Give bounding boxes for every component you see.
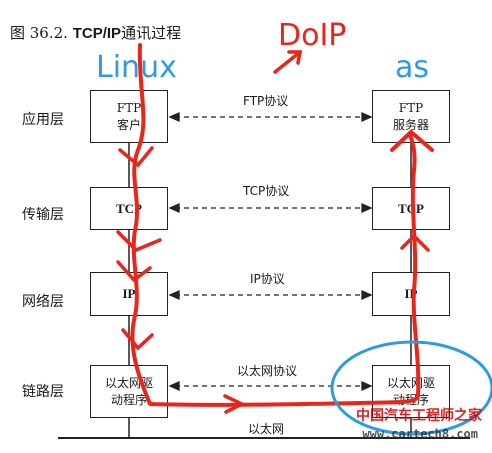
doip-pointer-arrow [273, 50, 302, 74]
left-app-box: FTP 客户 [90, 90, 168, 143]
left-ip-box: IP [90, 272, 168, 316]
arrow-up-icon [390, 129, 434, 152]
left-ip-label: IP [122, 286, 136, 302]
as-annotation: as [395, 50, 430, 85]
figure-title: 图 36.2. TCP/IP通讯过程 [10, 22, 181, 43]
protocol-label-ip: IP协议 [250, 272, 285, 286]
right-app-line1: FTP [398, 101, 424, 116]
arrow-down-icon [116, 230, 162, 253]
ethernet-bus-label: 以太网 [248, 422, 285, 436]
right-tcp-label: TCP [398, 200, 424, 216]
left-tcp-box: TCP [90, 187, 168, 230]
protocol-label-ftp: FTP协议 [243, 94, 289, 108]
left-app-line2: 客户 [116, 117, 141, 132]
arrow-down-icon [118, 146, 154, 168]
watermark-text: 中国汽车工程师之家 [356, 408, 482, 424]
layer-label-network: 网络层 [22, 294, 64, 310]
left-link-line2: 动程序 [110, 392, 147, 407]
data-flow-path [130, 43, 421, 407]
figure-title-prefix: TCP/IP [72, 25, 122, 42]
right-link-line1: 以太网驱 [386, 376, 435, 391]
layer-label-application: 应用层 [22, 112, 64, 128]
right-app-line2: 服务器 [392, 117, 429, 132]
layer-label-transport: 传输层 [22, 207, 64, 223]
layer-label-link: 链路层 [22, 384, 64, 400]
right-tcp-box: TCP [372, 187, 450, 230]
arrow-up-icon [400, 233, 430, 252]
arrow-right-icon [223, 394, 247, 414]
arrow-down-icon [121, 328, 154, 351]
figure-number: 图 36.2. [10, 24, 68, 42]
figure-title-suffix: 通讯过程 [121, 24, 182, 42]
right-app-box: FTP 服务器 [372, 90, 450, 143]
arrow-head-icon [287, 50, 303, 65]
left-app-line1: FTP [116, 101, 142, 116]
left-link-box: 以太网驱 动程序 [90, 365, 168, 418]
watermark-url: www.cartech8.com [362, 427, 478, 441]
linux-annotation: Linux [96, 50, 177, 85]
protocol-label-tcp: TCP协议 [243, 184, 290, 198]
doip-annotation: DoIP [278, 18, 347, 53]
arrow-down-icon [116, 260, 152, 283]
protocol-label-ethernet: 以太网协议 [237, 364, 298, 378]
highlight-ellipse [330, 340, 492, 436]
